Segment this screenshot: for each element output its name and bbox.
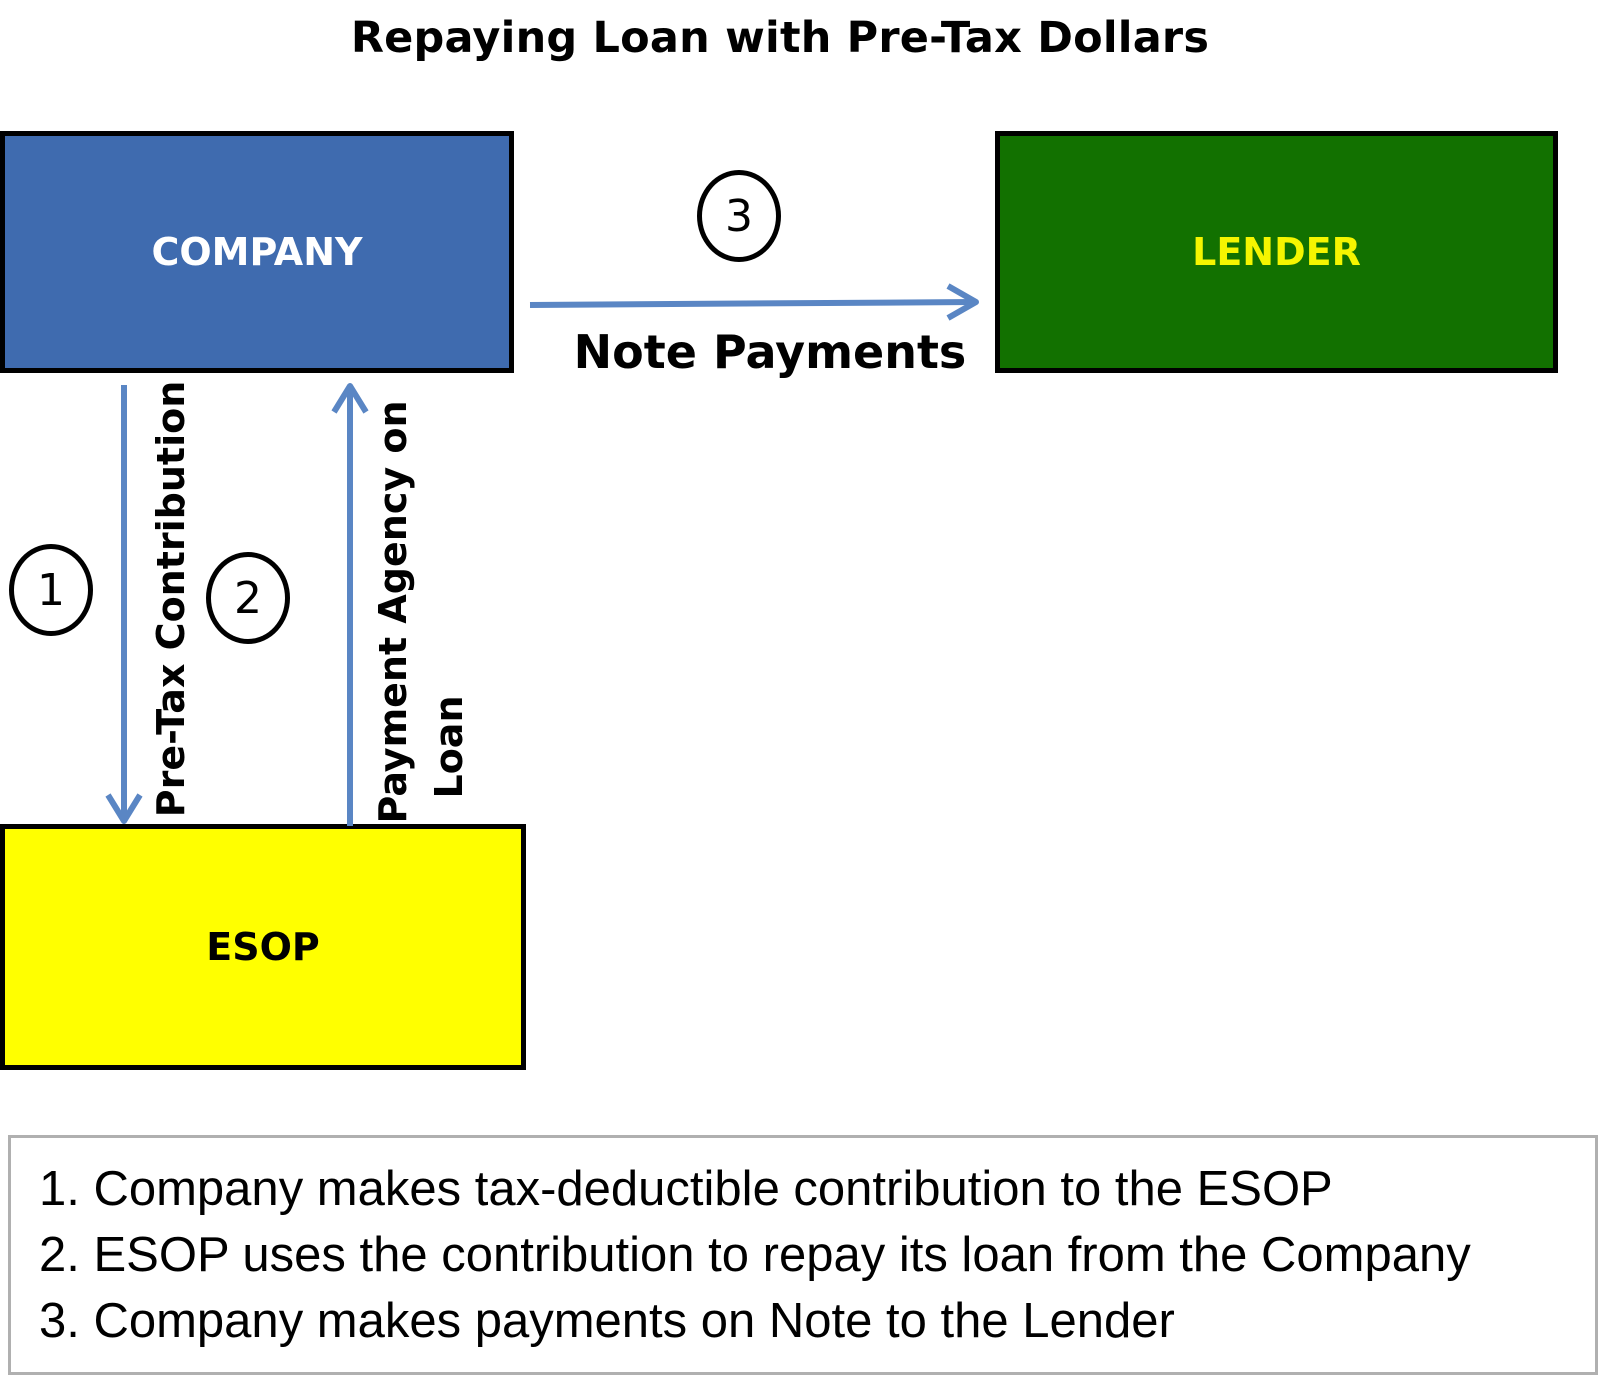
esop-box: ESOP — [0, 824, 526, 1070]
legend-item: 2. ESOP uses the contribution to repay i… — [39, 1228, 1471, 1282]
pre-tax-contribution-label: Pre-Tax Contribution — [149, 380, 193, 818]
diagram-title: Repaying Loan with Pre-Tax Dollars — [350, 13, 1210, 63]
arrow-pre-tax-contribution — [105, 385, 143, 824]
esop-label: ESOP — [206, 925, 320, 969]
step-2-marker: 2 — [206, 552, 290, 644]
step-3-marker: 3 — [697, 170, 781, 262]
payment-agency-label: Payment Agency on — [371, 400, 415, 824]
company-box: COMPANY — [0, 131, 514, 373]
arrow-note-payments — [529, 283, 979, 321]
arrow-payment-agency — [331, 383, 369, 826]
note-payments-label: Note Payments — [573, 325, 967, 379]
payment-agency-loan-label: Loan — [427, 695, 471, 799]
lender-box: LENDER — [995, 131, 1558, 373]
legend-box: 1. Company makes tax-deductible contribu… — [8, 1135, 1598, 1375]
lender-label: LENDER — [1192, 230, 1361, 274]
step-1-marker: 1 — [9, 544, 93, 636]
legend-item: 3. Company makes payments on Note to the… — [39, 1294, 1175, 1348]
legend-item: 1. Company makes tax-deductible contribu… — [39, 1162, 1333, 1216]
company-label: COMPANY — [151, 230, 363, 274]
